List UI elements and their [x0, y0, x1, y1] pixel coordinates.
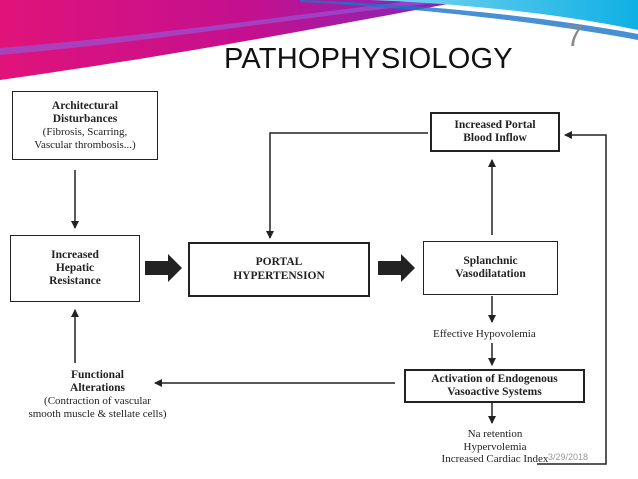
functional-alterations-text: Functional Alterations (Contraction of v…: [5, 369, 190, 421]
na-retention-line-3: Increased Cardiac Index: [441, 453, 549, 466]
splanchnic-line-2: Vasodilatation: [455, 268, 526, 280]
banner-purple-swoosh: [0, 0, 470, 55]
architectural-title-2: Disturbances: [52, 112, 118, 125]
banner-magenta-swoosh: [0, 0, 470, 80]
resistance-line-3: Resistance: [49, 275, 101, 288]
resistance-line-1: Increased: [51, 248, 99, 261]
portal-hypertension-box: PORTAL HYPERTENSION: [188, 242, 370, 297]
increased-portal-inflow-box: Increased Portal Blood Inflow: [430, 112, 560, 152]
splanchnic-line-1: Splanchnic: [463, 254, 518, 267]
slide-number: 7: [566, 20, 583, 53]
functional-detail-2: smooth muscle & stellate cells): [28, 408, 167, 421]
na-retention-text: Na retention Hypervolemia Increased Card…: [430, 428, 560, 466]
block-arrow-portal-to-splanchnic: [378, 254, 415, 282]
arrow-inflow-to-portal: [266, 132, 428, 239]
architectural-title-1: Architectural: [51, 99, 119, 112]
vasoactive-line-1: Activation of Endogenous: [431, 372, 558, 385]
header-banner: [0, 0, 638, 80]
block-arrow-resistance-to-portal: [145, 254, 182, 282]
inflow-line-1: Increased Portal: [454, 118, 536, 131]
architectural-detail-2: Vascular thrombosis...): [34, 138, 136, 151]
banner-cyan-swoosh: [370, 0, 638, 30]
functional-title-2: Alterations: [70, 382, 125, 395]
na-retention-line-2: Hypervolemia: [463, 440, 527, 453]
inflow-line-2: Blood Inflow: [463, 132, 527, 144]
effective-hypovolemia-label: Effective Hypovolemia: [433, 328, 536, 340]
splanchnic-vasodilatation-box: Splanchnic Vasodilatation: [423, 241, 558, 295]
functional-detail-1: (Contraction of vascular: [44, 395, 151, 408]
portal-line-2: HYPERTENSION: [233, 269, 325, 282]
arrow-feedback-loop: [537, 131, 607, 465]
resistance-line-2: Hepatic: [55, 261, 95, 274]
na-retention-line-1: Na retention: [467, 428, 523, 440]
vasoactive-line-2: Vasoactive Systems: [447, 386, 542, 398]
portal-line-1: PORTAL: [255, 256, 303, 269]
increased-hepatic-resistance-box: Increased Hepatic Resistance: [10, 235, 140, 302]
vasoactive-systems-box: Activation of Endogenous Vasoactive Syst…: [404, 369, 585, 403]
functional-title-1: Functional: [70, 369, 125, 381]
slide-date: 3/29/2018: [548, 452, 589, 462]
slide-title: PATHOPHYSIOLOGY: [224, 43, 513, 75]
architectural-disturbances-box: Architectural Disturbances (Fibrosis, Sc…: [12, 91, 158, 160]
architectural-detail-1: (Fibrosis, Scarring,: [42, 126, 128, 139]
